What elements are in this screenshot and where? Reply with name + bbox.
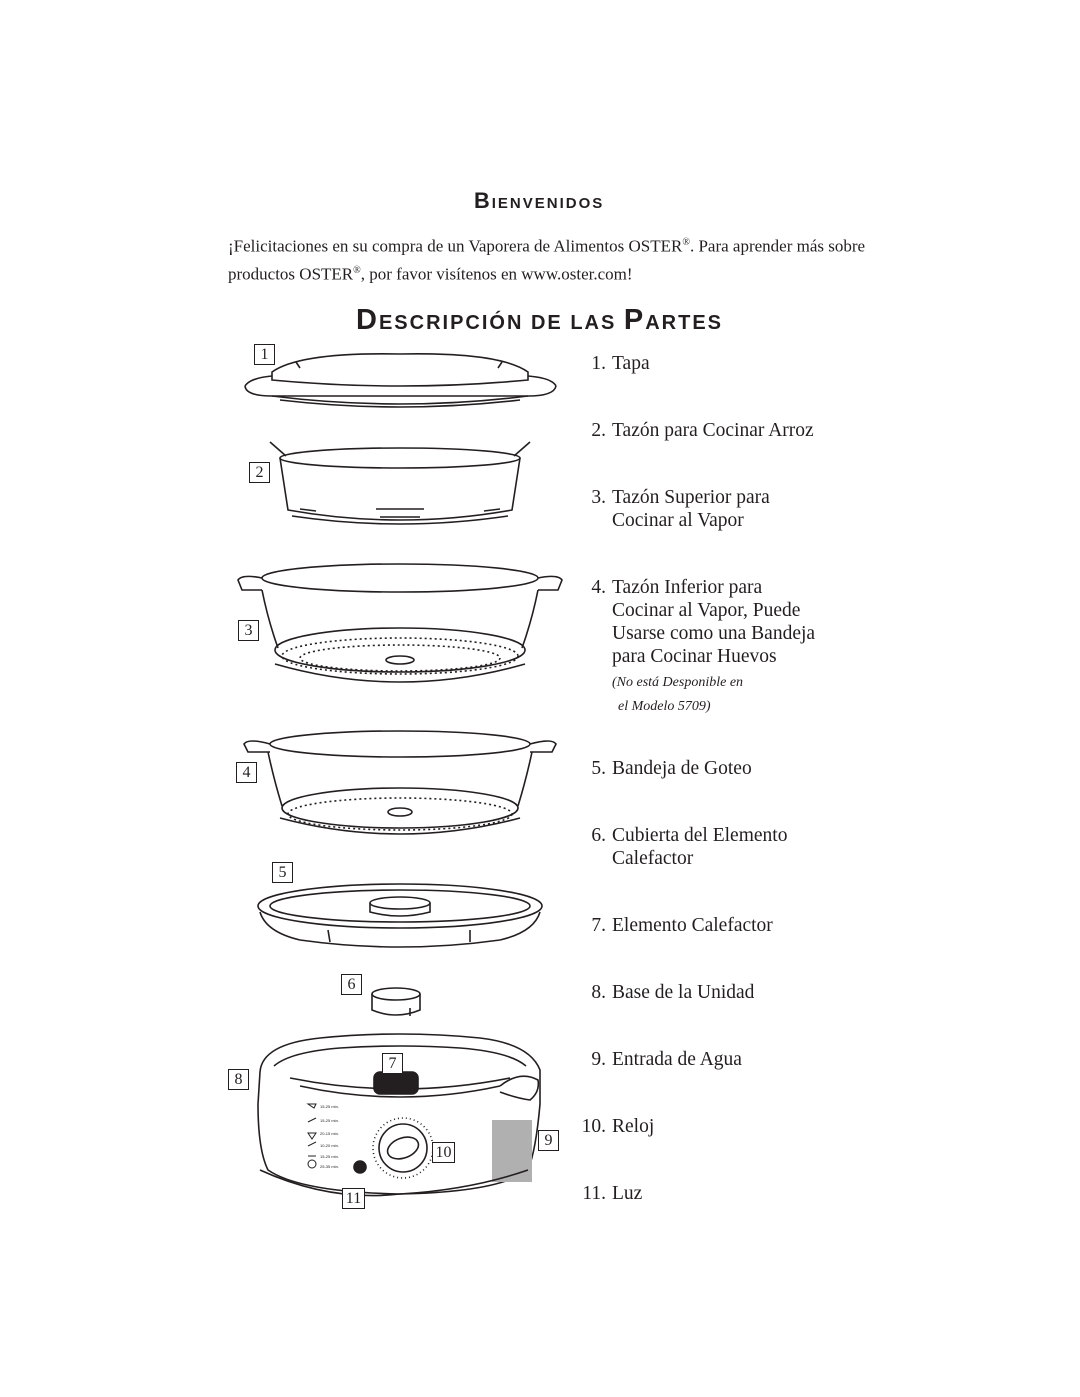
timer-legend-label: 20-15 min. [320, 1131, 339, 1136]
part-item-2: 2.Tazón para Cocinar Arroz [591, 420, 814, 441]
callout-6: 6 [341, 974, 362, 995]
callout-2: 2 [249, 462, 270, 483]
timer-legend-label: 25-35 min. [320, 1164, 339, 1169]
callout-4: 4 [236, 762, 257, 783]
timer-legend-label: 15-25 min. [320, 1118, 339, 1123]
welcome-text: ¡Felicitaciones en su compra de un Vapor… [228, 236, 866, 284]
upper-steam-bowl-drawing [237, 563, 563, 683]
part-item-10: 10.Reloj [581, 1116, 655, 1137]
part-item-11: 11.Luz [582, 1183, 643, 1204]
callout-8: 8 [228, 1069, 249, 1090]
welcome-heading: BIENVENIDOS [474, 188, 605, 213]
callout-1: 1 [254, 344, 275, 365]
timer-legend-label: 15-25 min. [320, 1104, 339, 1109]
callout-3: 3 [238, 620, 259, 641]
lid-drawing [244, 353, 557, 408]
callout-7: 7 [382, 1053, 403, 1074]
lower-steam-bowl-drawing [243, 730, 557, 835]
rice-bowl-drawing [269, 441, 531, 525]
part-item-5: 5.Bandeja de Goteo [591, 758, 752, 779]
timer-legend-label: 10-20 min. [320, 1143, 339, 1148]
callout-9: 9 [538, 1130, 559, 1151]
timer-legend-icons [306, 1103, 317, 1169]
part-item-7: 7.Elemento Calefactor [591, 915, 773, 936]
heating-cover-drawing [371, 987, 421, 1016]
timer-legend-label: 15-25 min. [320, 1154, 339, 1159]
drip-tray-drawing [257, 883, 543, 948]
callout-11: 11 [342, 1188, 365, 1209]
callout-10: 10 [432, 1142, 455, 1163]
parts-heading: DESCRIPCIÓN DE LAS PARTES [356, 304, 724, 336]
part-item-8: 8.Base de la Unidad [591, 982, 755, 1003]
part-item-1: 1.Tapa [591, 353, 650, 374]
callout-5: 5 [272, 862, 293, 883]
part-item-9: 9.Entrada de Agua [591, 1049, 742, 1070]
